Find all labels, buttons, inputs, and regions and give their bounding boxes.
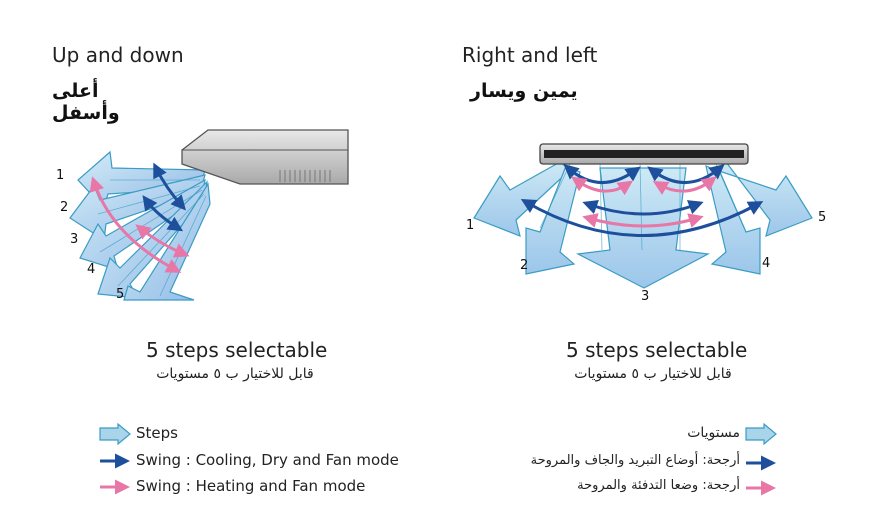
- left-step-3: 3: [70, 232, 79, 247]
- right-step-4: 4: [762, 256, 771, 271]
- right-step-2: 2: [520, 258, 529, 273]
- legend-heating-swing: Swing : Heating and Fan mode: [136, 477, 365, 495]
- up-down-title: Up and down: [52, 43, 184, 67]
- legend-cooling-label-arabic: أرجحة: أوضاع التبريد والجاف والمروحة: [530, 453, 740, 468]
- legend-heating-label: Swing : Heating and Fan mode: [136, 477, 366, 495]
- legend-steps-label: Steps: [136, 424, 178, 442]
- right-step-3: 3: [641, 289, 650, 304]
- steps-arrow-icon: [99, 422, 131, 446]
- right-diagram: [473, 143, 813, 289]
- legend-heating-swing-arabic: أرجحة: وضعا التدفئة والمروحة: [577, 478, 740, 493]
- up-down-step-arrows: [69, 150, 211, 301]
- left-caption-arabic: قابل للاختيار ب ٥ مستويات: [156, 366, 314, 382]
- legend-steps-arabic: مستويات: [687, 425, 740, 441]
- legend-cooling-swing: Swing : Cooling, Dry and Fan mode: [136, 451, 399, 469]
- left-diagram: [69, 129, 349, 301]
- legend-heating-label-arabic: أرجحة: وضعا التدفئة والمروحة: [577, 478, 740, 493]
- legend-steps-label-arabic: مستويات: [687, 425, 740, 441]
- right-left-title: Right and left: [462, 43, 598, 67]
- left-step-5: 5: [116, 287, 125, 302]
- right-step-5: 5: [818, 210, 827, 225]
- left-caption: 5 steps selectable: [146, 338, 328, 362]
- legend-cooling-label: Swing : Cooling, Dry and Fan mode: [136, 451, 399, 469]
- legend-steps: Steps: [136, 424, 178, 442]
- right-left-title-arabic: يمين ويسار: [470, 80, 578, 102]
- up-down-title-arabic: أعلى وأسفل: [52, 80, 120, 124]
- left-step-2: 2: [60, 200, 69, 215]
- right-caption: 5 steps selectable: [566, 338, 748, 362]
- left-step-4: 4: [87, 262, 96, 277]
- right-caption-arabic: قابل للاختيار ب ٥ مستويات: [574, 366, 732, 382]
- right-left-step-arrows: [473, 161, 813, 289]
- steps-arrow-icon: [745, 422, 777, 446]
- left-step-1: 1: [56, 168, 65, 183]
- right-step-1: 1: [466, 218, 475, 233]
- legend-cooling-swing-arabic: أرجحة: أوضاع التبريد والجاف والمروحة: [531, 453, 740, 468]
- legend-icons: [99, 422, 777, 496]
